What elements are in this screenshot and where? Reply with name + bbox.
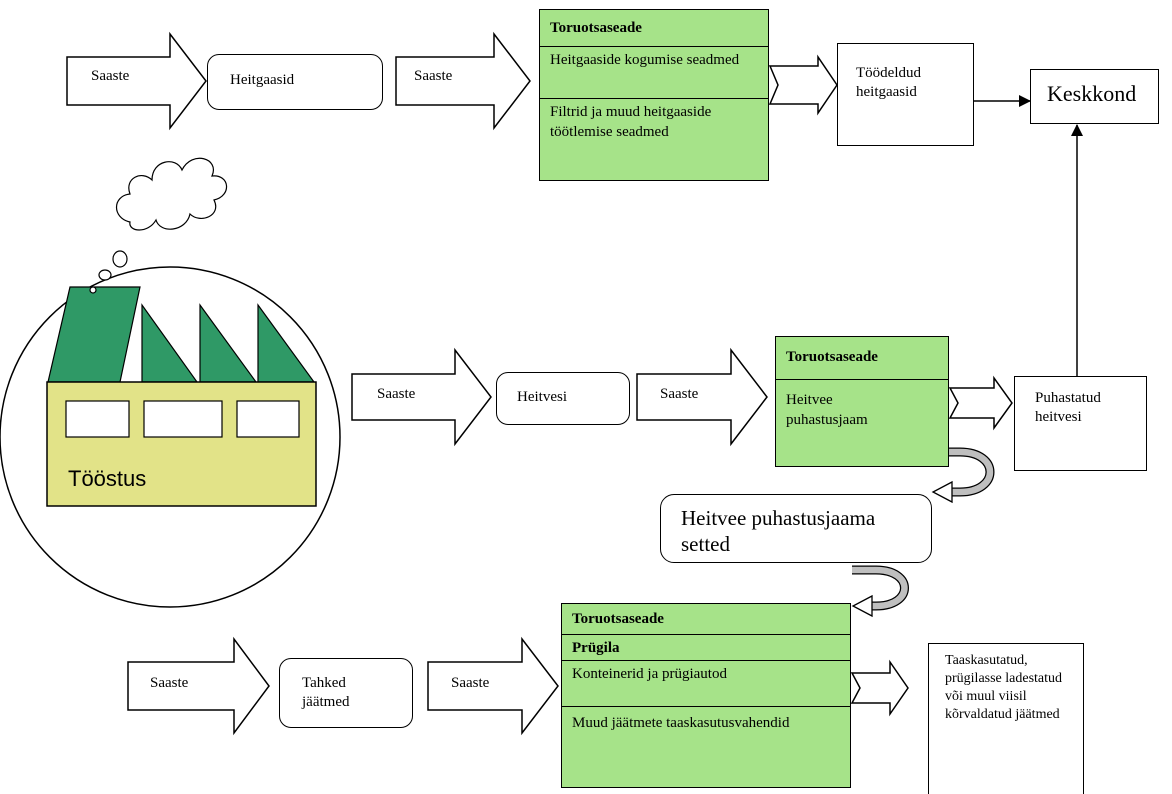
node-heitvesi: Heitvesi [496,372,630,425]
curved-arrow-sludge-2 [851,565,909,618]
facility-solid-title: Toruotsaseade [572,611,664,627]
arrow-solid-1 [127,636,270,736]
node-puhastatud-heitvesi: Puhastatud heitvesi [1014,376,1147,471]
arrow-gas-2 [395,31,531,131]
facility-gas-title: Toruotsaseade [550,20,642,36]
arrow-gas-3 [768,54,838,116]
arrow-label-gas-1: Saaste [91,68,130,84]
facility-water: Toruotsaseade Heitvee puhastusjaam [775,336,949,467]
factory-label: Tööstus [68,466,147,491]
facility-gas-item-2: Filtrid ja muud heitgaaside töötlemise s… [540,98,768,180]
node-heitgaasid: Heitgaasid [207,54,383,110]
curved-arrow-sludge-1 [931,447,995,504]
arrow-label-water-2: Saaste [660,386,699,402]
arrow-water-2 [636,347,768,447]
node-setted: Heitvee puhastusjaama setted [660,494,932,563]
arrow-label-gas-2: Saaste [414,68,453,84]
node-keskkond: Keskkond [1030,69,1159,124]
arrow-label-solid-1: Saaste [150,675,189,691]
node-tahked-jaatmed: Tahked jäätmed [279,658,413,728]
facility-water-title: Toruotsaseade [786,349,878,365]
factory-icon [46,286,317,507]
facility-water-item: Heitvee puhastusjaam [776,379,948,466]
node-tahked-jaatmed-label: Tahked jäätmed [302,675,350,710]
node-toodeldud-heitgaasid: Töödeldud heitgaasid [837,43,974,146]
facility-gas: Toruotsaseade Heitgaaside kogumise seadm… [539,9,769,181]
arrow-water-3 [948,375,1013,431]
node-keskkond-label: Keskkond [1047,81,1137,106]
node-kasitletud-jaatmed: Taaskasutatud, prügilasse ladestatud või… [928,643,1084,794]
node-heitgaasid-label: Heitgaasid [230,72,295,88]
facility-solid: Toruotsaseade Prügila Konteinerid ja prü… [561,603,851,788]
facility-gas-item-1: Heitgaaside kogumise seadmed [540,46,768,98]
node-puhastatud-heitvesi-label: Puhastatud heitvesi [1035,390,1101,425]
arrow-solid-3 [850,659,909,717]
facility-solid-item-1: Konteinerid ja prügiautod [562,660,850,706]
node-heitvesi-label: Heitvesi [517,389,567,405]
node-toodeldud-heitgaasid-label: Töödeldud heitgaasid [856,65,921,100]
cloud-icon [89,157,228,294]
arrow-label-solid-2: Saaste [451,675,490,691]
arrow-solid-2 [427,636,559,736]
arrow-water-1 [351,347,492,447]
facility-solid-item-2: Muud jäätmete taaskasutusvahendid [562,706,850,786]
node-kasitletud-jaatmed-label: Taaskasutatud, prügilasse ladestatud või… [945,653,1063,722]
arrow-label-water-1: Saaste [377,386,416,402]
facility-solid-subtitle: Prügila [562,634,850,660]
node-setted-label: Heitvee puhastusjaama setted [681,506,876,556]
arrow-gas-1 [66,31,207,131]
